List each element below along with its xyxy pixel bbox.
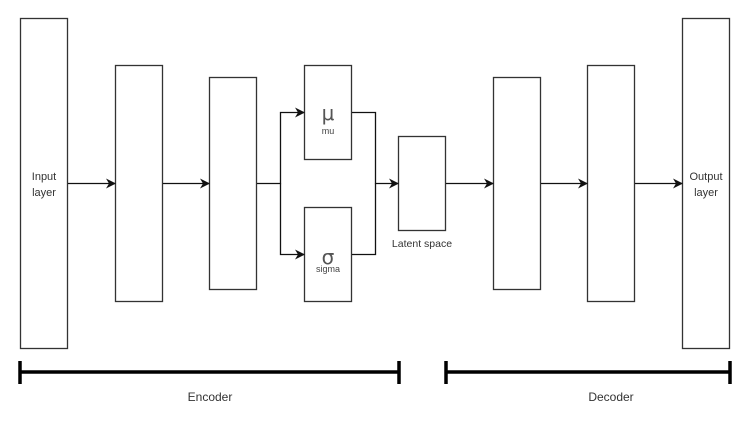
encoder-hidden-2-box: [208, 76, 258, 291]
mu-label: mu: [322, 126, 335, 136]
output-layer-label-line2: layer: [694, 187, 718, 199]
sigma-box: [303, 206, 353, 303]
decoder-hidden-2-box: [586, 64, 636, 303]
decoder-label: Decoder: [588, 390, 633, 404]
edge-hidden2-to-mu: [257, 107, 305, 185]
edge-mu-to-latent: [352, 111, 399, 189]
edge-sigma-to-latent: [352, 183, 377, 256]
mu-symbol: μ: [322, 101, 335, 125]
input-layer-box: [19, 17, 69, 350]
sigma-symbol: σ: [322, 245, 335, 269]
output-layer-label-line1: Output: [689, 171, 722, 183]
input-layer-label-line1: Input: [32, 171, 56, 183]
encoder-hidden-1-box: [114, 64, 164, 303]
sigma-label: sigma: [316, 264, 340, 274]
latent-space-label: Latent space: [392, 238, 452, 250]
encoder-label: Encoder: [188, 390, 233, 404]
edge-hidden2-to-sigma: [279, 183, 305, 260]
latent-space-box: [397, 135, 447, 232]
mu-box: [303, 64, 353, 161]
encoder-bracket: [18, 361, 401, 384]
decoder-bracket: [444, 361, 732, 384]
decoder-hidden-1-box: [492, 76, 542, 291]
input-layer-label-line2: layer: [32, 187, 56, 199]
output-layer-box: [681, 17, 731, 350]
